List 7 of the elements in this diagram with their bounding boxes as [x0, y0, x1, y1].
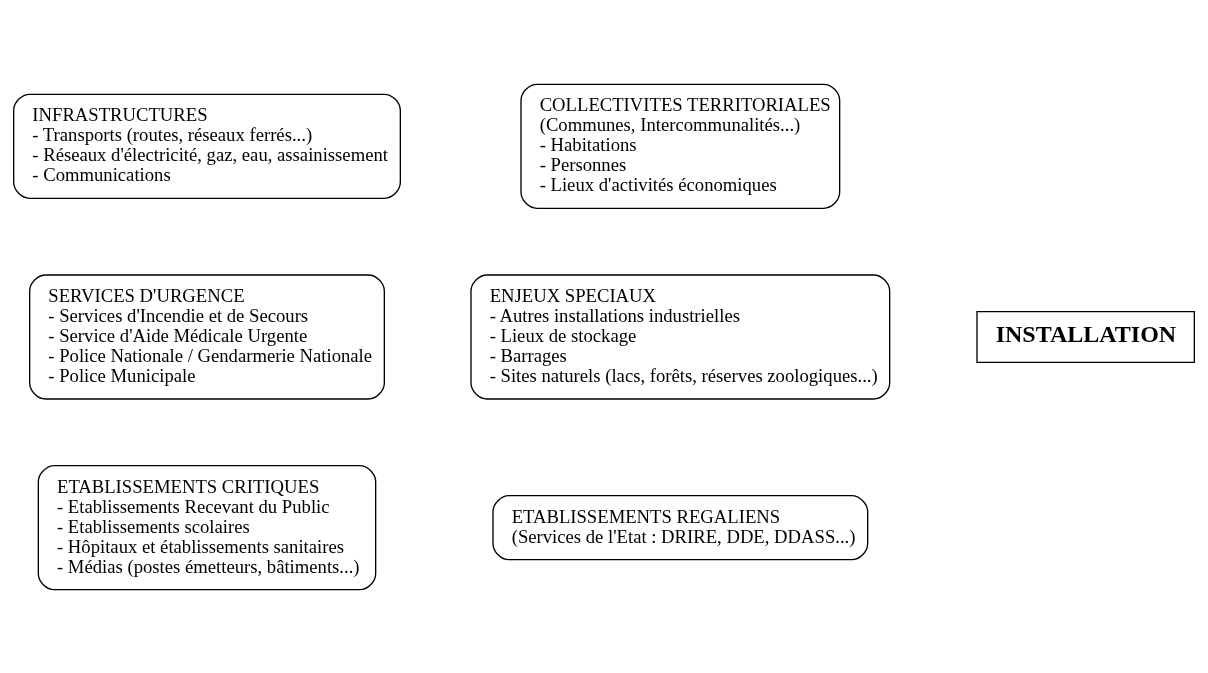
node-box: ENJEUX SPECIAUX - Autres installations industrielles - Lieux de stockage - Barrages - Sites naturels (lacs, forêts, réserves zoologiques...) [470, 273, 891, 400]
node-box: INFRASTRUCTURES - Transports (routes, réseaux ferrés...) - Réseaux d'électricité, gaz, eau, assainissement - Communications [13, 93, 401, 199]
node-box: ETABLISSEMENTS REGALIENS (Services de l'Etat : DRIRE, DDE, DDASS...) [492, 494, 869, 560]
node-box: SERVICES D'URGENCE - Services d'Incendie et de Secours - Service d'Aide Médicale Urgente - Police Nationale / Gendarmerie Nationale - Police Municipale [29, 273, 385, 400]
node-box: COLLECTIVITES TERRITORIALES (Communes, Intercommunalités...) - Habitations - Personnes - Lieux d'activités économiques [520, 83, 841, 209]
node-box: ETABLISSEMENTS CRITIQUES - Etablissements Recevant du Public - Etablissements scolaires - Hôpitaux et établissements sanitaires - Médias (postes émetteurs, bâtiments...) [37, 464, 377, 590]
node-box: INSTALLATION [976, 310, 1195, 363]
